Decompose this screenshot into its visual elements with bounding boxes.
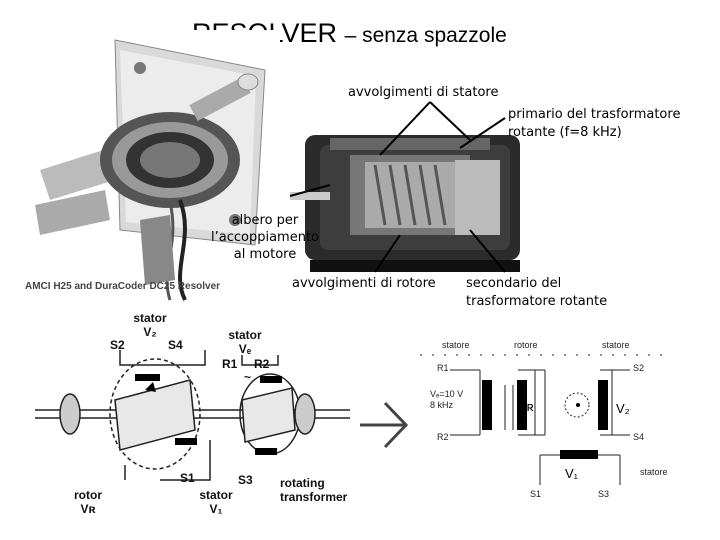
rotor-word: rotor [68,488,108,502]
label-shaft-line2: l’accoppiamento [205,229,325,246]
rotating-word: rotating [280,476,347,490]
label-vr: Vʀ [518,399,534,414]
label-statore-bottom: statore [640,467,668,477]
label-stator-v1: stator V₁ [196,488,236,516]
stator-ve-word: stator [225,328,265,342]
label-statore-right: statore [602,340,630,350]
label-stator-v2: stator V₂ [130,311,170,339]
stator-v1-word: stator [196,488,236,502]
label-shaft-line3: al motore [205,246,325,263]
label-stator-ve: stator Vₑ [225,328,265,356]
label-secondary-line2: trasformatore rotante [466,293,607,310]
label-circuit-s4: S4 [633,432,644,442]
label-rotore: rotore [514,340,538,350]
stator-v2-symbol: V₂ [130,325,170,339]
stator-ve-symbol: Vₑ [225,342,265,356]
label-circuit-r2: R2 [437,432,449,442]
label-rotor-windings: avvolgimenti di rotore [292,275,436,292]
label-r1: R1 [222,357,237,371]
ve-voltage: Vₑ=10 V [430,389,463,400]
label-v2: V₂ [616,401,630,416]
label-circuit-r1: R1 [437,363,449,373]
circuit-diagram [420,340,720,520]
label-rotating-transformer: rotating transformer [280,476,347,504]
stator-v1-symbol: V₁ [196,502,236,516]
label-s1: S1 [180,471,195,485]
rotor-vr-symbol: Vʀ [68,502,108,516]
label-primary-line1: primario del trasformatore [508,106,680,123]
label-r2: R2 [254,357,269,371]
label-s4: S4 [168,338,183,352]
arrow-icon [360,400,410,450]
label-shaft: albero per l’accoppiamento al motore [205,212,325,263]
stator-v2-word: stator [130,311,170,325]
label-ve-value: Vₑ=10 V 8 kHz [430,389,463,411]
label-primary-line2: rotante (f=8 kHz) [508,124,622,141]
label-secondary-line1: secondario del [466,275,561,292]
label-circuit-s2: S2 [633,363,644,373]
ac-source-symbol: ~ [244,370,251,384]
label-statore-left: statore [442,340,470,350]
label-stator-windings: avvolgimenti di statore [348,84,498,101]
label-circuit-s1: S1 [530,489,541,499]
label-circuit-s3: S3 [598,489,609,499]
ve-frequency: 8 kHz [430,400,463,411]
transformer-word: transformer [280,490,347,504]
label-v1: V₁ [565,466,578,481]
label-shaft-line1: albero per [205,212,325,229]
label-rotor-vr: rotor Vʀ [68,488,108,516]
label-s3: S3 [238,473,253,487]
label-s2: S2 [110,338,125,352]
